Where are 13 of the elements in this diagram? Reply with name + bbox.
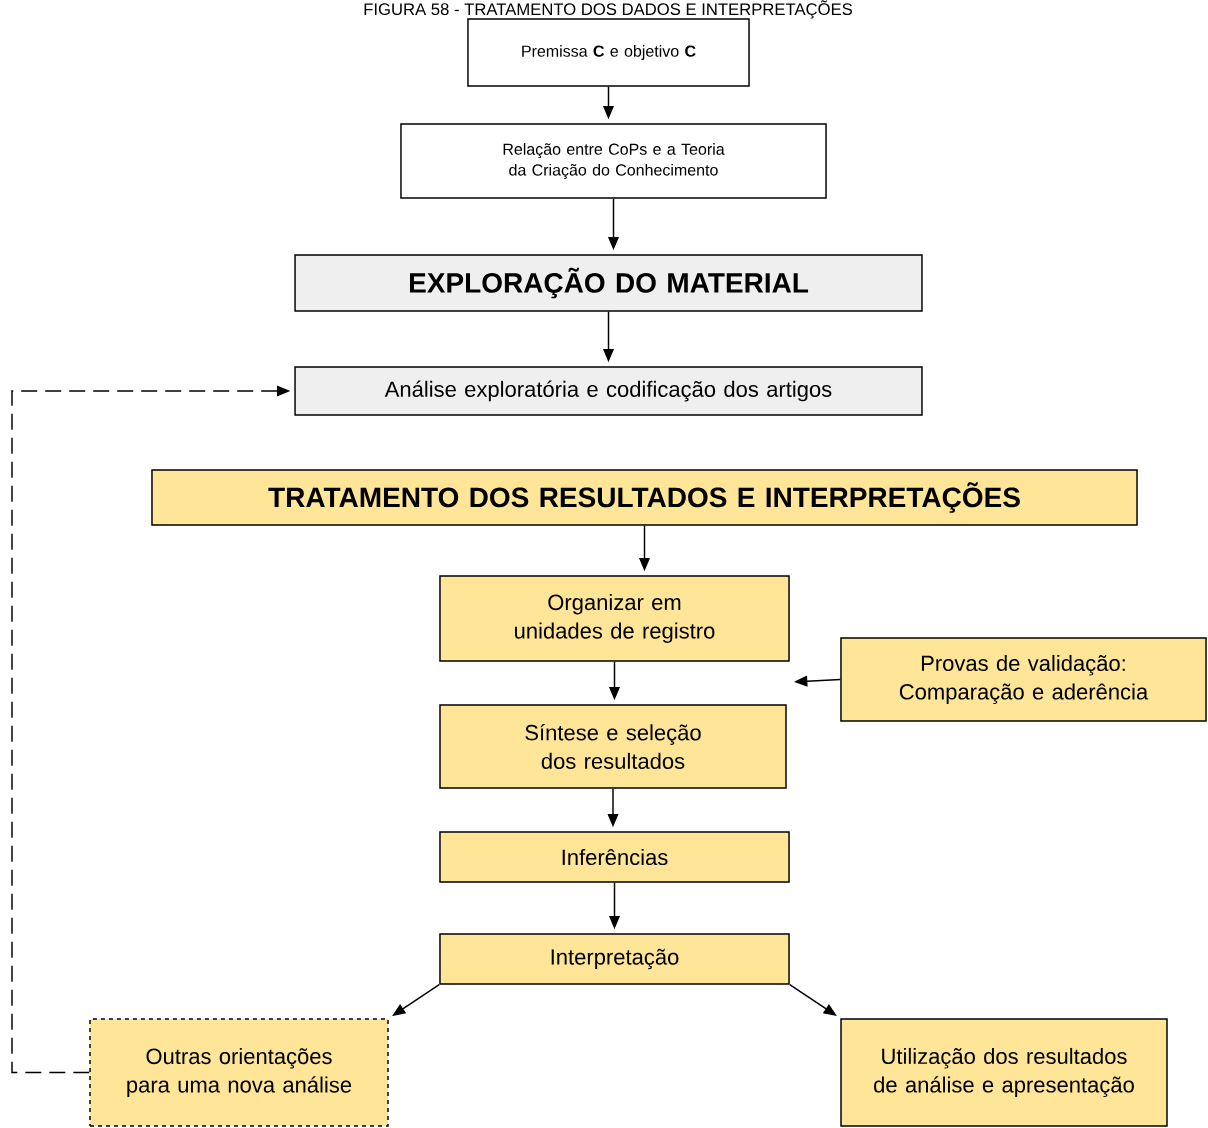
process-box: Organizar em unidades de registro — [439, 575, 790, 662]
section-header-box: EXPLORAÇÃO DO MATERIAL — [294, 254, 923, 312]
process-box: Interpretação — [439, 933, 790, 985]
process-box: Análise exploratória e codificação dos artigos — [294, 366, 923, 416]
figure-title: FIGURA 58 - TRATAMENTO DOS DADOS E INTERPRETAÇÕES — [364, 0, 853, 19]
process-box: Premissa C e objetivo C — [467, 18, 750, 87]
section-header-box: TRATAMENTO DOS RESULTADOS E INTERPRETAÇÕES — [151, 469, 1138, 526]
process-box: Inferências — [439, 831, 790, 883]
process-box: Síntese e seleção dos resultados — [439, 704, 787, 789]
process-box: Utilização dos resultados de análise e apresentação — [840, 1018, 1168, 1127]
process-box: Relação entre CoPs e a Teoria da Criação do Conhecimento — [400, 123, 827, 199]
process-box: Outras orientações para uma nova análise — [89, 1018, 389, 1127]
process-box: Provas de validação: Comparação e aderência — [840, 637, 1207, 722]
